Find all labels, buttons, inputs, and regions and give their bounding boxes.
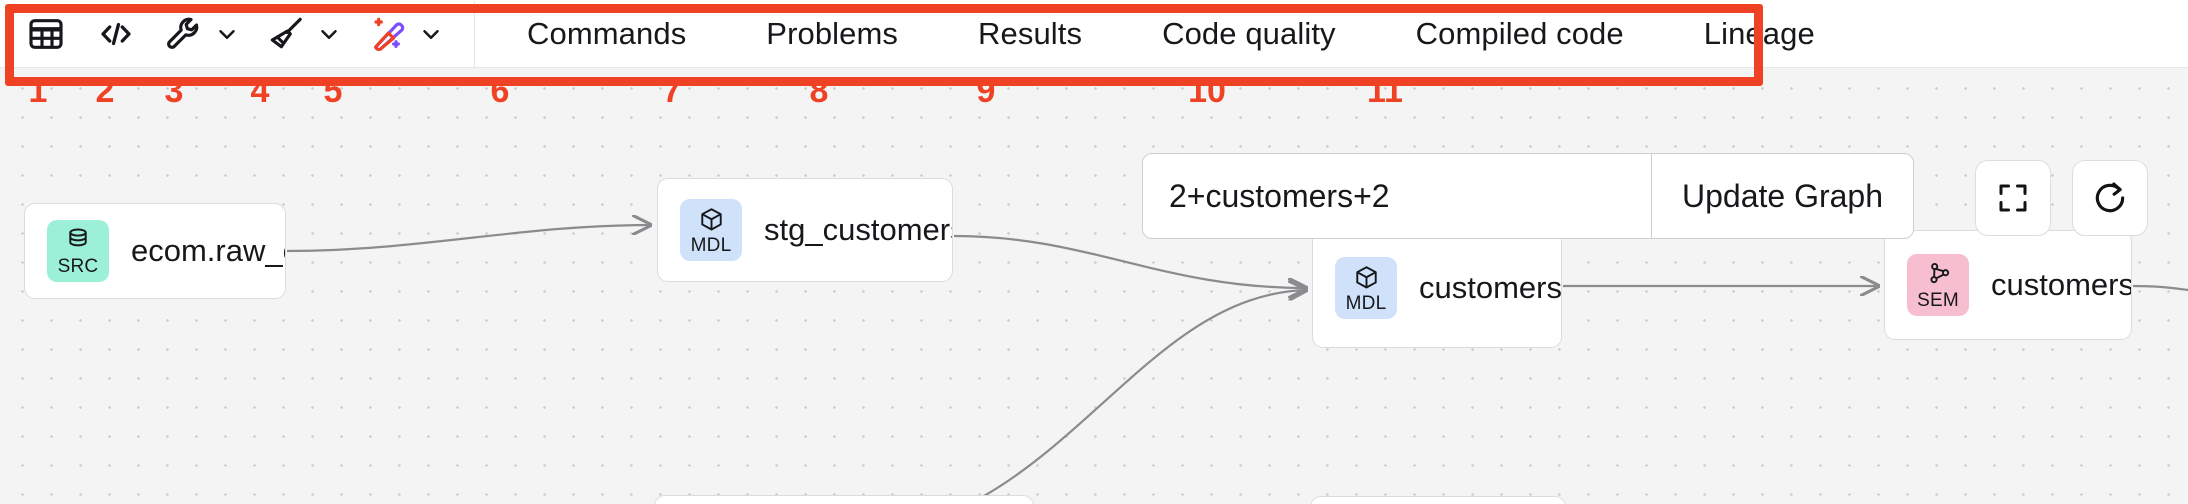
graph-query-input[interactable] [1143,154,1651,238]
tab-commands[interactable]: Commands [527,15,687,51]
graph-node-partial-right[interactable] [1310,496,1566,504]
src-badge-label: SRC [57,256,99,277]
mdl-badge-label: MDL [1345,292,1387,314]
broom-icon[interactable] [262,10,310,58]
wrench-tool-combo [160,10,244,58]
update-graph-button[interactable]: Update Graph [1651,154,1913,238]
tab-problems[interactable]: Problems [766,15,899,51]
callout-6: 6 [490,72,510,110]
refresh-button[interactable] [2072,160,2148,236]
callout-4: 4 [250,72,270,110]
tab-code-quality[interactable]: Code quality [1162,15,1336,51]
sem-badge-label: SEM [1917,289,1959,311]
query-bar-divider [1650,154,1652,238]
graph-node-partial-left[interactable] [654,495,1034,504]
broom-chevron-down-icon[interactable] [312,10,346,58]
wrench-icon[interactable] [160,10,208,58]
tab-compiled-code[interactable]: Compiled code [1415,15,1624,51]
code-view-icon[interactable] [92,10,140,58]
lineage-graph-canvas[interactable]: 1 2 3 4 5 6 7 8 9 10 11 [0,68,2188,504]
graph-node-customers-mdl[interactable]: MDL customers [1312,228,1562,348]
editor-toolbar: Commands Problems Results Code quality C… [0,0,2188,68]
mdl-badge-label: MDL [690,234,732,256]
callout-5: 5 [323,72,343,110]
mdl-badge: MDL [680,199,742,261]
callout-3: 3 [164,72,184,110]
tab-bar: Commands Problems Results Code quality C… [487,0,1855,68]
tool-icon-group [0,0,456,68]
callout-9: 9 [976,72,996,110]
toolbar-divider [474,0,475,67]
src-badge: SRC [47,220,109,282]
graph-edges [286,68,2188,504]
broom-tool-combo [262,10,346,58]
wrench-chevron-down-icon[interactable] [210,10,244,58]
mdl-badge: MDL [1335,257,1397,319]
callout-8: 8 [809,72,829,110]
node-label: stg_customers [764,212,952,247]
callout-11: 11 [1367,72,1403,110]
tab-lineage[interactable]: Lineage [1703,15,1815,51]
graph-node-ecom-raw-customers[interactable]: SRC ecom.raw_customers [24,203,286,299]
node-label: customers [1991,267,2131,302]
sem-badge: SEM [1907,254,1969,316]
callout-1: 1 [28,72,48,110]
node-label: customers [1419,270,1561,305]
graph-node-stg-customers[interactable]: MDL stg_customers [657,178,953,282]
table-view-icon[interactable] [22,10,70,58]
tab-results[interactable]: Results [978,15,1083,51]
graph-query-bar: Update Graph [1142,153,1914,239]
magic-wand-chevron-down-icon[interactable] [414,10,448,58]
callout-10: 10 [1188,72,1226,110]
node-label: ecom.raw_customers [131,233,285,268]
magic-wand-tool-combo [364,10,448,58]
fit-view-button[interactable] [1975,160,2051,236]
callout-7: 7 [662,72,682,110]
graph-node-customers-sem[interactable]: SEM customers [1884,230,2132,340]
callout-2: 2 [95,72,115,110]
magic-wand-icon[interactable] [364,10,412,58]
